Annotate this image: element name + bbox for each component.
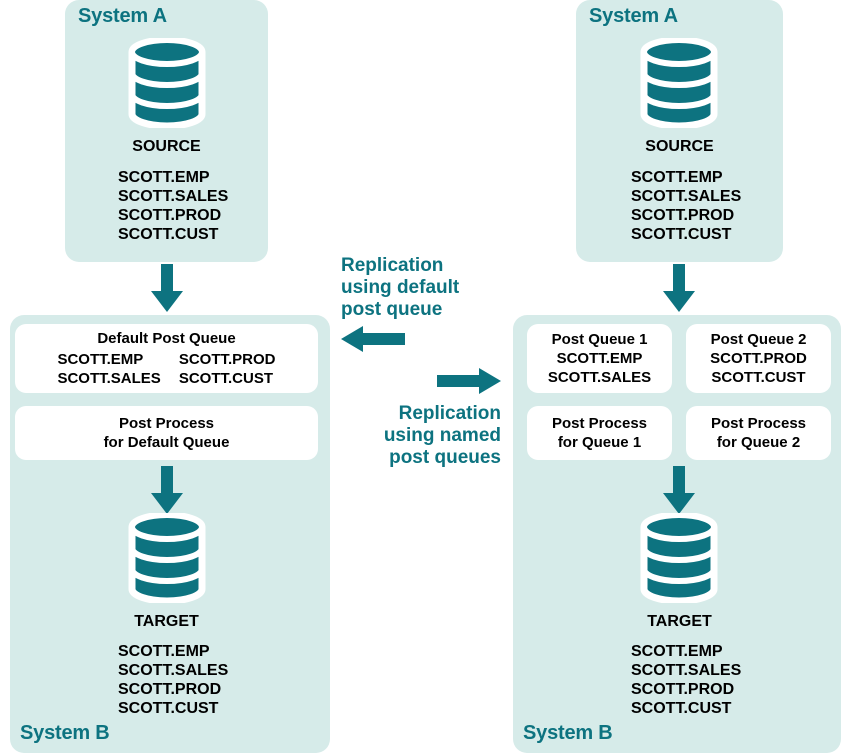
right-source-table-list: SCOTT.EMP SCOTT.SALES SCOTT.PROD SCOTT.C… [631,168,741,244]
arrow-down-icon [149,264,185,314]
table-name: SCOTT.PROD [631,207,735,224]
right-source-label: SOURCE [645,138,714,155]
database-cylinder-icon [637,513,721,603]
left-source-table-list: SCOTT.EMP SCOTT.SALES SCOTT.PROD SCOTT.C… [118,168,228,244]
left-target-table-list: SCOTT.EMP SCOTT.SALES SCOTT.PROD SCOTT.C… [118,642,228,718]
table-name: SCOTT.EMP [631,643,723,660]
table-name: SCOTT.EMP [57,351,144,368]
arrow-right-icon [437,366,501,401]
post-process-2-box: Post Process for Queue 2 [686,406,831,460]
arrow-left-icon [341,324,405,359]
right-target-table-list: SCOTT.EMP SCOTT.SALES SCOTT.PROD SCOTT.C… [631,642,741,718]
left-source-label: SOURCE [132,138,201,155]
table-name: SCOTT.EMP [556,350,643,367]
process-box-line-1: Post Process [118,415,215,432]
queue-column-1: SCOTT.EMP SCOTT.SALES [57,350,160,388]
table-name: SCOTT.SALES [118,188,229,205]
post-queue-1-box: Post Queue 1 SCOTT.EMP SCOTT.SALES [527,324,672,393]
replication-default-label: Replication using default post queue [341,255,460,320]
right-target-label: TARGET [647,613,712,630]
process-box-line-1: Post Process [551,415,648,432]
table-name: SCOTT.CUST [118,226,219,243]
arrow-down-icon [661,264,697,314]
right-system-a-title: System A [589,5,678,27]
left-system-a-title: System A [78,5,167,27]
table-name: SCOTT.PROD [631,681,735,698]
database-cylinder-icon [125,38,209,128]
process-box-line-2: for Queue 1 [557,434,642,451]
queue-column-2: SCOTT.PROD SCOTT.CUST [179,350,276,388]
left-target-label: TARGET [134,613,199,630]
table-name: SCOTT.CUST [178,370,273,387]
left-system-b-title: System B [20,722,110,744]
table-name: SCOTT.PROD [178,351,276,368]
process-box-line-2: for Queue 2 [716,434,801,451]
queue-box-header: Post Queue 2 [710,331,807,348]
table-name: SCOTT.PROD [118,681,222,698]
table-name: SCOTT.PROD [118,207,222,224]
table-name: SCOTT.EMP [118,643,210,660]
default-post-queue-box: Default Post Queue SCOTT.EMP SCOTT.SALES… [15,324,318,393]
table-name: SCOTT.EMP [631,169,723,186]
table-name: SCOTT.SALES [631,188,742,205]
database-cylinder-icon [637,38,721,128]
queue-box-header: Post Queue 1 [551,331,648,348]
database-cylinder-icon [125,513,209,603]
arrow-down-icon [149,466,185,516]
table-name: SCOTT.EMP [118,169,210,186]
right-system-b-title: System B [523,722,613,744]
process-box-line-2: for Default Queue [103,434,230,451]
table-name: SCOTT.CUST [631,700,732,717]
table-name: SCOTT.SALES [118,662,229,679]
arrow-down-icon [661,466,697,516]
table-name: SCOTT.CUST [711,369,806,386]
replication-named-label: Replication using named post queues [383,403,501,468]
process-box-line-1: Post Process [710,415,807,432]
default-post-process-box: Post Process for Default Queue [15,406,318,460]
queue-box-header: Default Post Queue [97,330,236,347]
post-process-1-box: Post Process for Queue 1 [527,406,672,460]
table-name: SCOTT.PROD [710,350,807,367]
table-name: SCOTT.CUST [631,226,732,243]
table-name: SCOTT.SALES [631,662,742,679]
post-queue-2-box: Post Queue 2 SCOTT.PROD SCOTT.CUST [686,324,831,393]
table-name: SCOTT.SALES [57,370,161,387]
table-name: SCOTT.SALES [547,369,652,386]
table-name: SCOTT.CUST [118,700,219,717]
